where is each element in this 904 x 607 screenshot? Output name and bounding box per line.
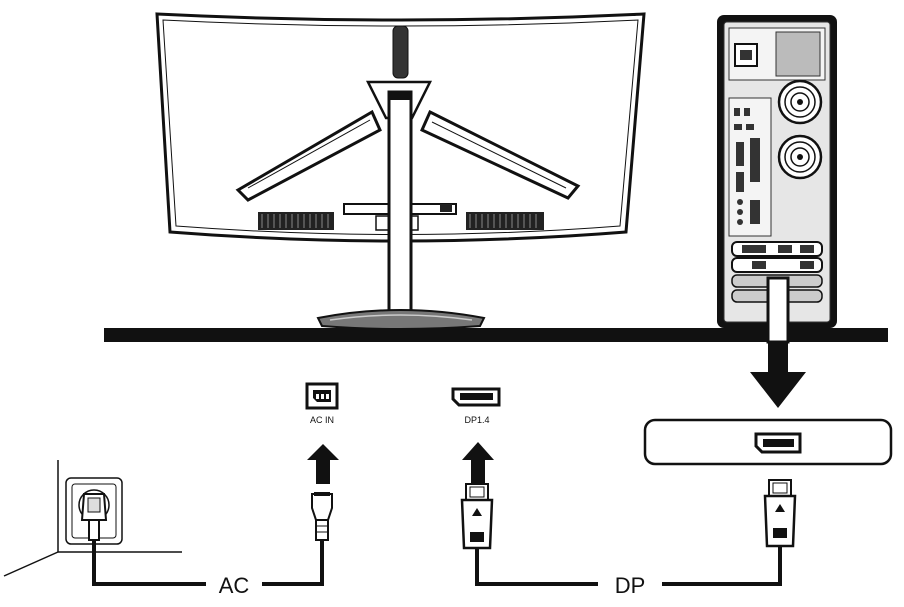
dp14-label: DP1.4 xyxy=(464,415,489,425)
displayport-icon xyxy=(451,387,501,407)
fan-icon xyxy=(777,134,823,180)
wall-outlet xyxy=(3,460,182,577)
pc-tower xyxy=(717,15,837,344)
desk xyxy=(104,328,888,342)
up-arrow-icon xyxy=(462,442,494,484)
dp-cable-label: DP xyxy=(615,573,646,598)
monitor-rear xyxy=(155,12,646,330)
ac-cable-label: AC xyxy=(219,573,250,598)
down-arrow-icon xyxy=(750,342,806,408)
up-arrow-icon xyxy=(307,444,339,484)
power-plug-icon xyxy=(311,493,333,521)
ac-in-port-icon xyxy=(305,382,339,410)
vent-right xyxy=(466,212,544,230)
fan-icon xyxy=(777,79,823,125)
vent-left xyxy=(258,212,334,230)
dp-plug-icon xyxy=(763,479,797,548)
dp-cable xyxy=(460,479,797,586)
graphics-card-dp-panel xyxy=(643,418,893,466)
dp-plug-icon xyxy=(460,483,494,550)
ac-in-label: AC IN xyxy=(310,415,334,425)
ac-cable xyxy=(92,492,333,586)
